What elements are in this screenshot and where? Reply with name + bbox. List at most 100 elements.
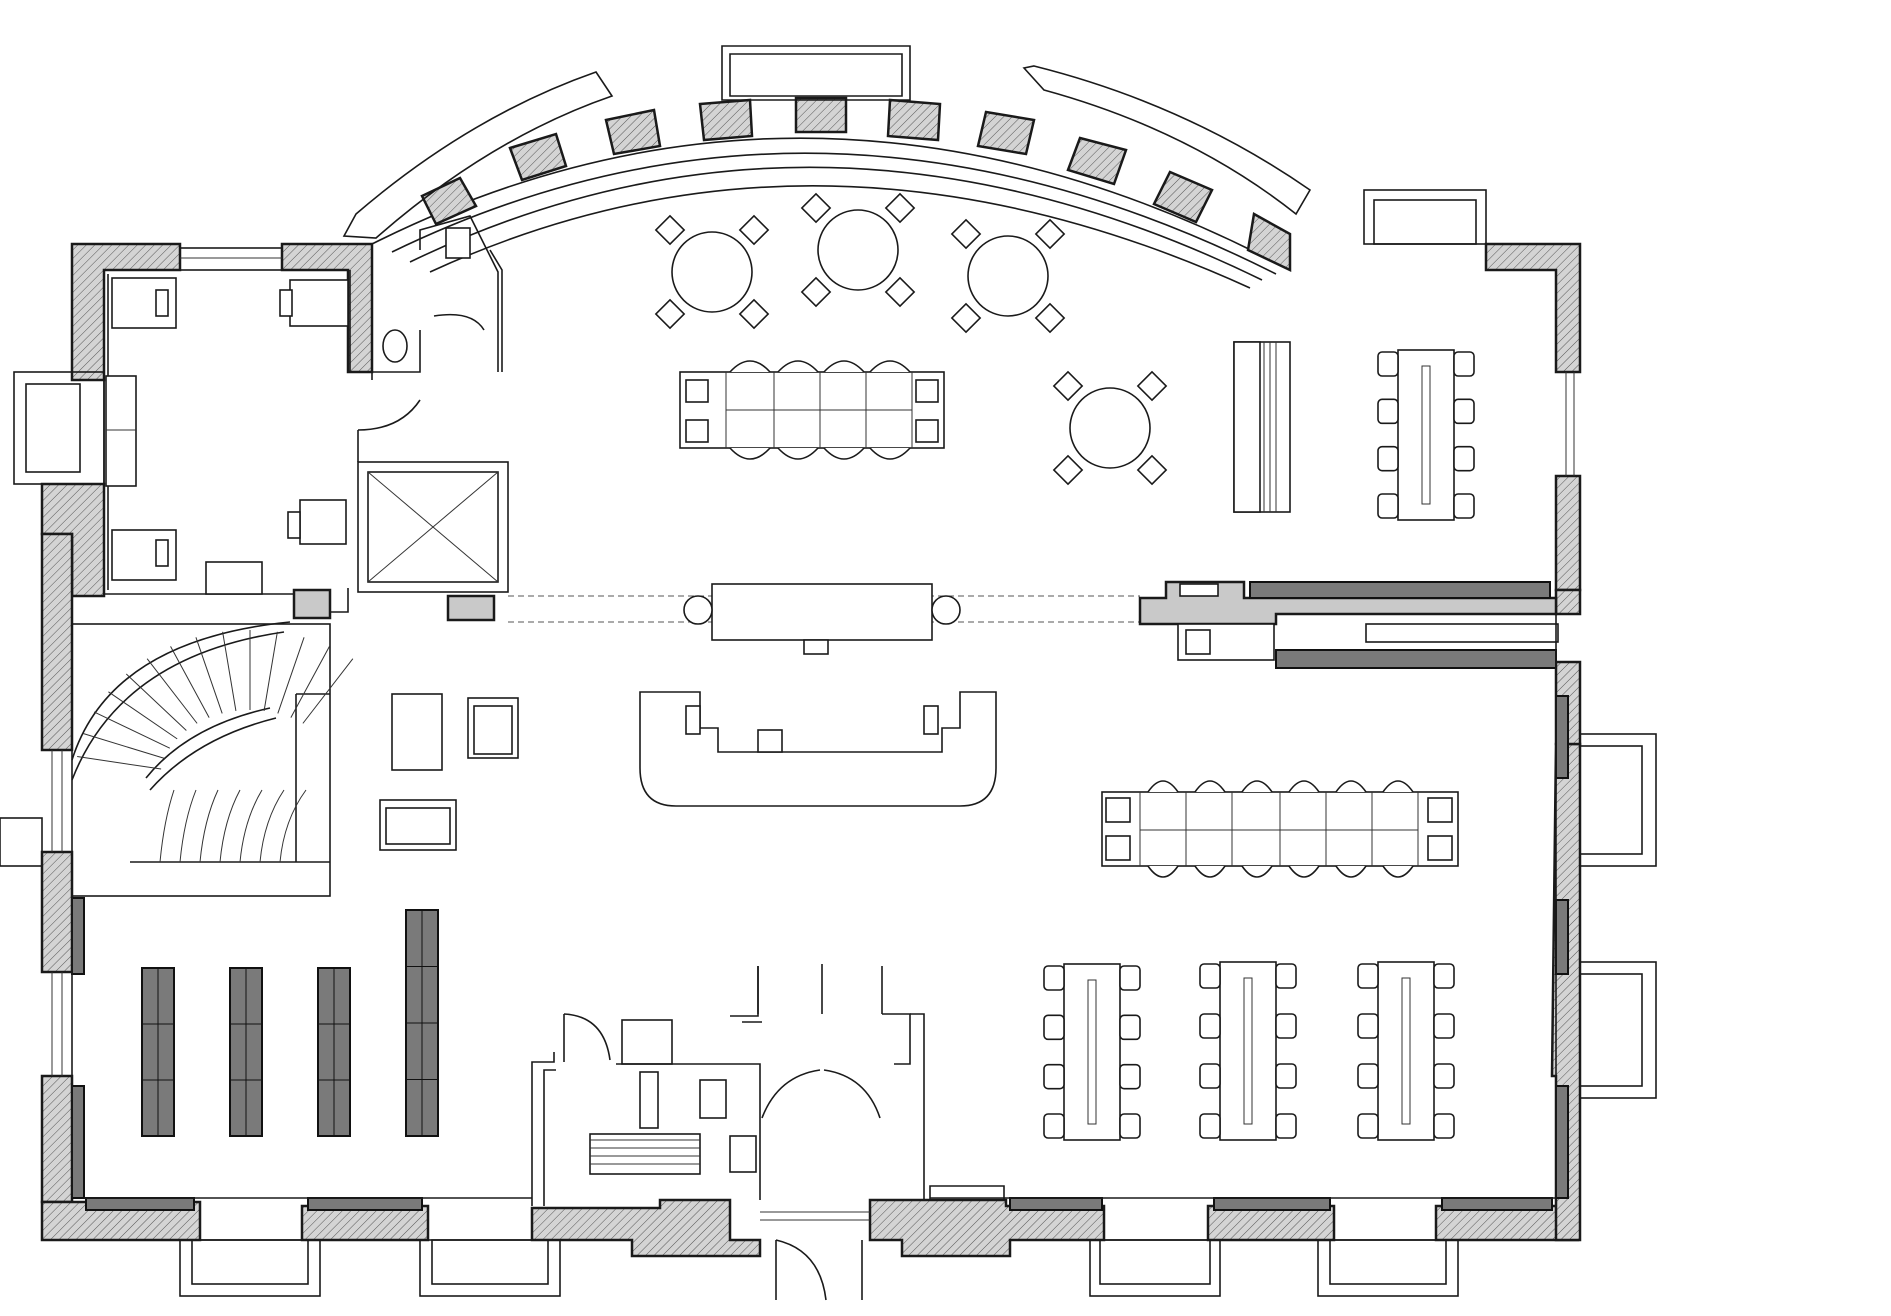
bookshelves <box>141 909 439 1137</box>
curved-bay-wall <box>342 45 1312 289</box>
chair <box>1433 1113 1455 1139</box>
chair <box>1194 865 1226 878</box>
chair <box>1034 218 1066 250</box>
pier <box>1246 212 1292 272</box>
chair <box>685 705 701 735</box>
long-reading-tables <box>1043 349 1475 1141</box>
stool <box>915 379 939 403</box>
stair-tread <box>219 789 241 863</box>
chair <box>1382 865 1414 878</box>
chair <box>950 218 982 250</box>
chair <box>884 276 916 308</box>
stair-tread <box>77 756 162 770</box>
bookshelf-wall <box>1249 581 1551 599</box>
stair-tread <box>302 658 354 724</box>
chair <box>1377 398 1399 425</box>
wc-cabinet <box>445 227 471 259</box>
chair <box>757 729 783 753</box>
cabinet <box>699 1079 727 1119</box>
storage-rack <box>1365 623 1559 643</box>
wall-shelf <box>71 897 85 975</box>
chair <box>1335 865 1367 878</box>
stair-tread <box>179 789 197 863</box>
bench-chairs <box>1147 780 1414 878</box>
chair <box>1043 1014 1065 1041</box>
chair <box>1199 1113 1221 1139</box>
table-lamp-strip <box>1243 977 1253 1125</box>
chair <box>1275 1013 1297 1039</box>
chair <box>884 192 916 224</box>
service-desk <box>639 691 997 807</box>
chair <box>1453 445 1475 472</box>
chair <box>155 289 169 317</box>
chair <box>1119 965 1141 991</box>
chair <box>923 705 939 735</box>
wall-segment <box>530 1198 762 1258</box>
pier <box>794 96 848 134</box>
reception-desk <box>639 691 997 807</box>
table-lamp-strip <box>1087 979 1097 1125</box>
pier <box>420 176 478 226</box>
window <box>179 247 283 271</box>
stair-tread <box>239 789 263 863</box>
chair <box>1288 780 1320 793</box>
chair <box>1433 1013 1455 1039</box>
chair <box>803 639 829 655</box>
office-desks <box>105 277 349 595</box>
pier <box>604 108 662 156</box>
chair <box>279 289 293 317</box>
stool <box>915 419 939 443</box>
chair <box>1377 493 1399 519</box>
round-tables <box>654 192 1168 486</box>
pier <box>976 110 1036 156</box>
window <box>179 1239 321 1297</box>
table-lamp-strip <box>1401 977 1411 1125</box>
chair <box>1357 1113 1379 1139</box>
chair <box>1335 780 1367 793</box>
entrance-area <box>531 964 1005 1301</box>
workstation-bench-right <box>1101 791 1459 867</box>
door-swing <box>761 1069 821 1119</box>
stair-tread <box>222 631 237 711</box>
round-table <box>1069 387 1151 469</box>
wall-segment <box>1554 474 1582 592</box>
wall-segment <box>40 850 74 974</box>
window <box>1579 733 1657 867</box>
wall-segment <box>300 1204 430 1242</box>
chair <box>1275 1113 1297 1139</box>
door-swing <box>357 399 421 431</box>
chair <box>1275 963 1297 989</box>
workstation-bench-top <box>679 360 945 460</box>
cabinet <box>105 375 137 487</box>
toilet <box>382 329 408 363</box>
corridor <box>508 580 1559 669</box>
chair <box>1043 1063 1065 1090</box>
window <box>1363 189 1487 245</box>
chair <box>1199 963 1221 989</box>
chair <box>654 214 686 246</box>
stair-steps <box>77 630 354 863</box>
desk <box>289 279 349 327</box>
reading-table <box>1219 961 1277 1141</box>
bookshelf-wall <box>1275 649 1557 669</box>
monitor-desk <box>621 1019 673 1065</box>
reading-table <box>1377 961 1435 1141</box>
stool <box>1105 797 1131 823</box>
pier <box>698 98 754 142</box>
bottom-wall-shelves <box>85 1197 1553 1211</box>
pier <box>1152 170 1214 224</box>
lounge-sofa <box>1233 341 1291 513</box>
chair <box>950 302 982 334</box>
window <box>0 817 43 867</box>
windows <box>0 189 1657 1297</box>
stair-tread <box>125 673 187 731</box>
desk <box>299 499 347 545</box>
chair <box>1052 370 1084 402</box>
stool <box>1427 797 1453 823</box>
chair <box>869 447 911 460</box>
wall-segment <box>40 532 74 752</box>
column <box>683 595 713 625</box>
chair <box>1043 965 1065 991</box>
chair <box>1034 302 1066 334</box>
stair-tread <box>259 789 285 863</box>
